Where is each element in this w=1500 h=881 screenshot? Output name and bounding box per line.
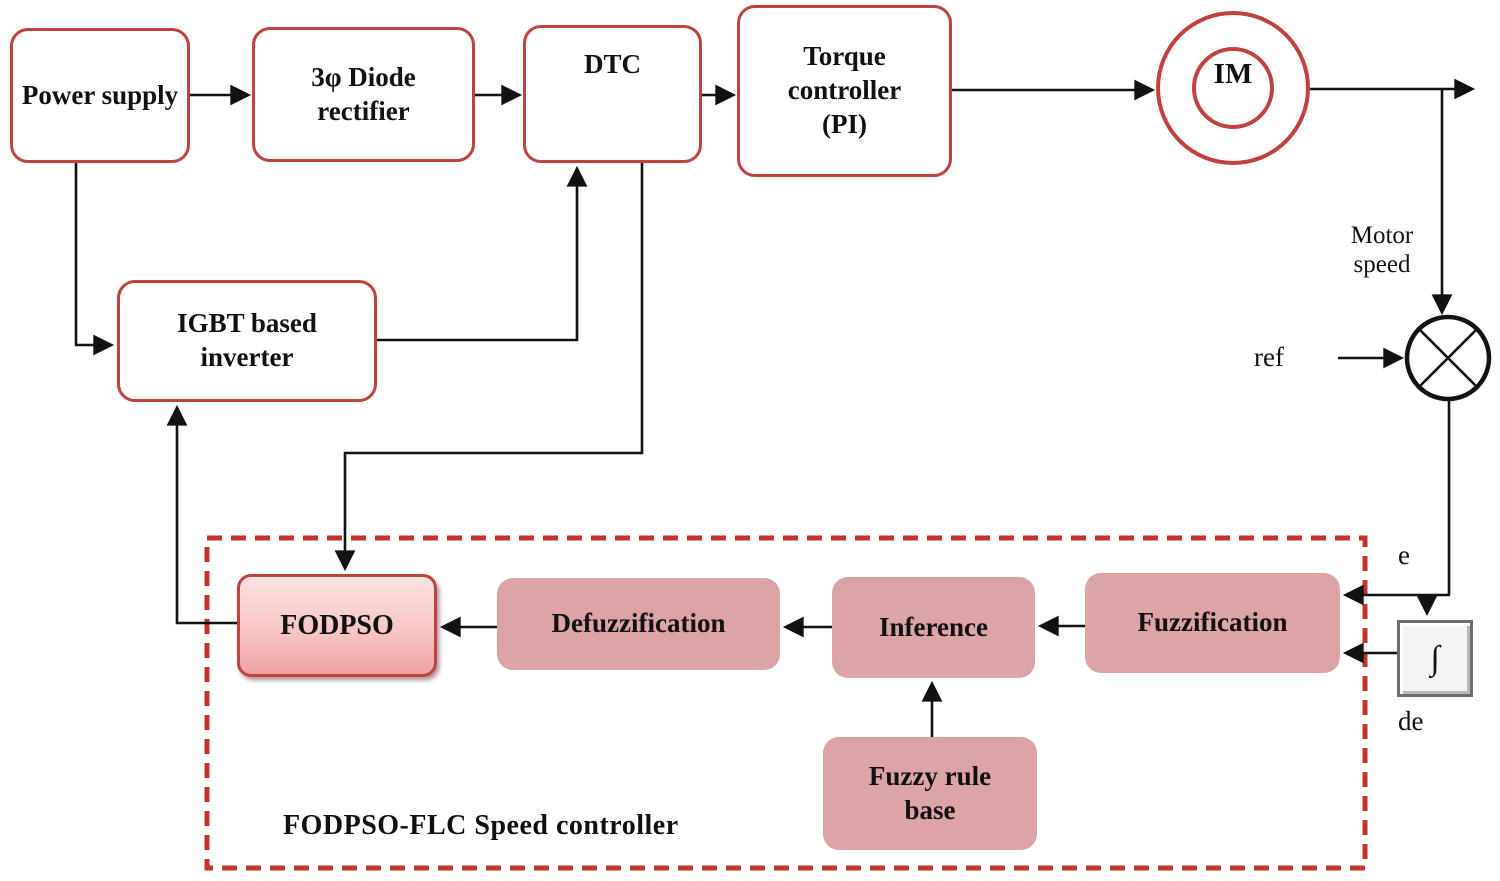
wire-power-to-igbt [74,163,115,356]
fuzzy-rule-base-block: Fuzzy rule base [823,737,1037,850]
wire-dtc-to-fodpso [334,163,644,572]
inference-label: Inference [879,611,988,642]
igbt-inverter-label: IGBT based inverter [177,308,317,372]
defuzzification-label: Defuzzification [551,608,726,639]
fuzzification-label: Fuzzification [1137,607,1288,638]
fuzzification-block: Fuzzification [1085,573,1340,673]
induction-motor-label: IM [1213,57,1253,90]
wire-fodpso-to-igbt [166,404,237,625]
dtc-block: DTC [523,25,702,163]
fuzzy-rule-base-label: Fuzzy rule base [868,760,992,825]
induction-motor-block: IM [1156,11,1310,165]
summing-junction [1404,314,1492,402]
dtc-label: DTC [583,49,641,79]
integrator-symbol: ∫ [1430,639,1440,677]
power-supply-block: Power supply [10,28,190,163]
fodpso-block: FODPSO [237,574,437,677]
error-derivative-label: de [1398,706,1424,736]
inference-block: Inference [832,577,1035,678]
wire-igbt-to-dtc [377,165,588,342]
defuzzification-block: Defuzzification [497,578,780,670]
motor-speed-label: Motor speed [1350,222,1414,278]
integrator-block: ∫ [1397,620,1473,697]
power-supply-label: Power supply [21,79,179,110]
ref-label: ref [1254,342,1284,372]
diode-rectifier-label: 3φ Diode rectifier [311,61,416,126]
induction-motor-inner-circle [1192,47,1274,129]
fodpso-label: FODPSO [280,609,394,641]
speed-controller-dashed-boundary [204,535,1368,871]
error-label: e [1398,540,1410,570]
torque-controller-label: Torque controller (PI) [787,41,902,139]
speed-controller-caption: FODPSO-FLC Speed controller [283,810,679,841]
torque-controller-block: Torque controller (PI) [737,5,952,177]
diode-rectifier-block: 3φ Diode rectifier [252,27,475,162]
igbt-inverter-block: IGBT based inverter [117,280,377,402]
